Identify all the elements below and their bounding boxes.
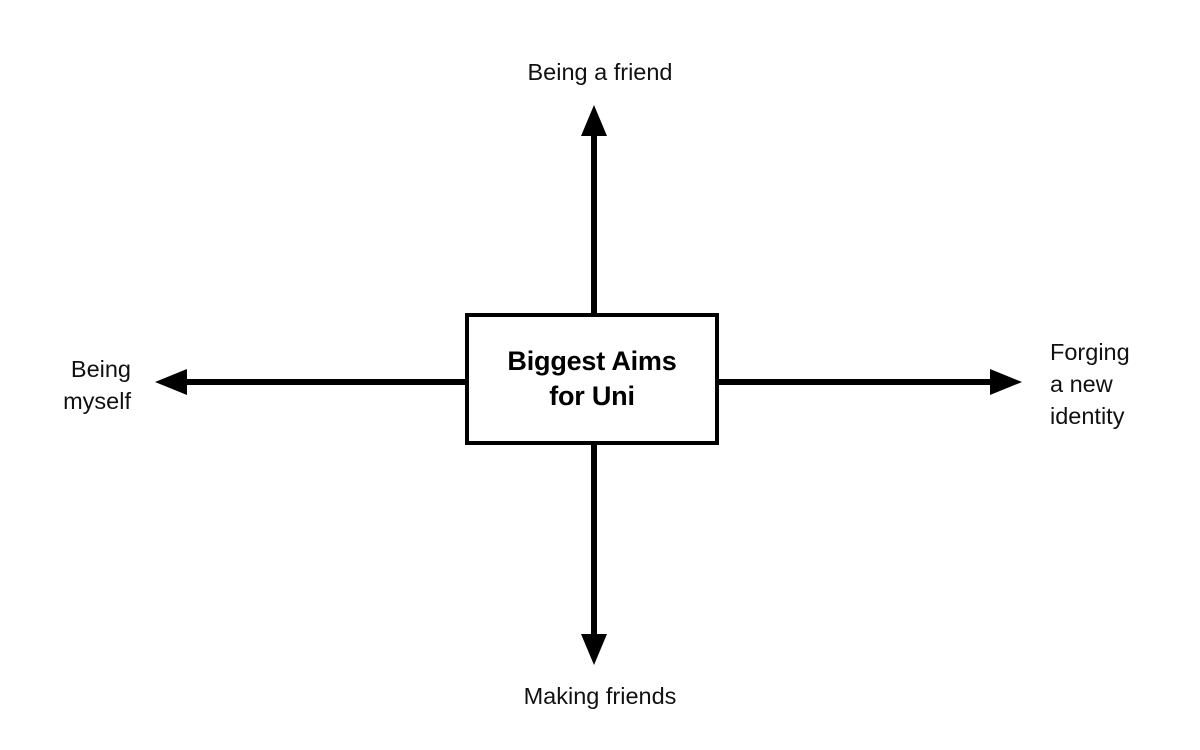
arrow-left-icon [155,369,467,395]
center-node[interactable]: Biggest Aims for Uni [465,313,719,445]
branch-label-left: Being myself [63,356,131,415]
center-node-label: Biggest Aims for Uni [507,345,677,411]
branch-label-right: Forging a new identity [1050,339,1130,430]
branch-label-up: Being a friend [527,59,673,85]
arrow-right-icon [717,369,1022,395]
arrow-down-icon [581,443,607,665]
arrow-up-icon [581,105,607,315]
branch-label-down: Making friends [523,683,677,709]
